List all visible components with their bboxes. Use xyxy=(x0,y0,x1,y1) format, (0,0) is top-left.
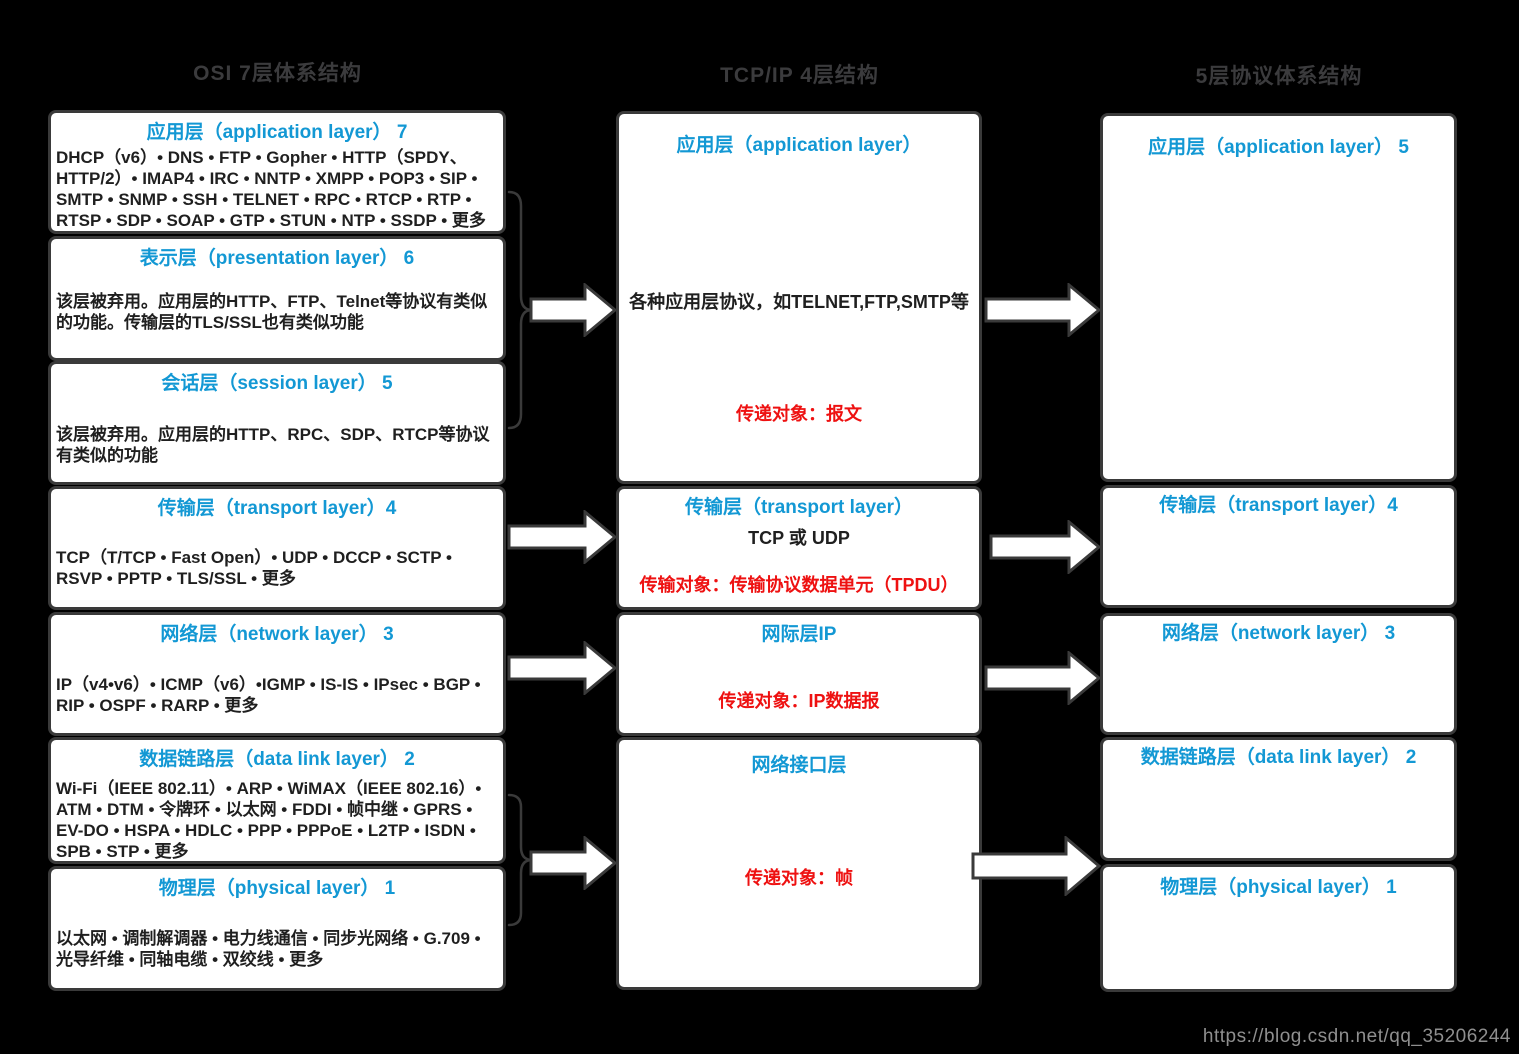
layer-description: 该层被弃用。应用层的HTTP、RPC、SDP、RTCP等协议有类似的功能 xyxy=(56,425,490,465)
osi-box-transport: 传输层（transport layer）4 TCP（T/TCP • Fast O… xyxy=(48,486,506,610)
layer-title: 网络层（network layer） 3 xyxy=(160,624,394,645)
tcpip-box-internet: 网际层IP 传递对象：IP数据报 xyxy=(616,612,982,736)
layer-protocols: DHCP（v6）• DNS • FTP • Gopher • HTTP（SPDY… xyxy=(56,148,486,230)
tcpip-box-application: 应用层（application layer） 各种应用层协议，如TELNET,F… xyxy=(616,111,982,484)
arrow-osi-transport-to-tcpip-transport-icon xyxy=(507,510,617,564)
watermark-url: https://blog.csdn.net/qq_35206244 xyxy=(1202,1026,1511,1047)
osi-box-datalink: 数据链路层（data link layer） 2 Wi-Fi（IEEE 802.… xyxy=(48,737,506,864)
osi-box-physical: 物理层（physical layer） 1 以太网 • 调制解调器 • 电力线通… xyxy=(48,866,506,991)
five-box-application: 应用层（application layer） 5 xyxy=(1100,113,1457,482)
five-box-network: 网络层（network layer） 3 xyxy=(1100,613,1457,735)
layer-title: 应用层（application layer） xyxy=(676,135,922,156)
five-box-datalink: 数据链路层（data link layer） 2 xyxy=(1100,737,1457,861)
osi-box-presentation: 表示层（presentation layer） 6 该层被弃用。应用层的HTTP… xyxy=(48,236,506,361)
layer-note: 各种应用层协议，如TELNET,FTP,SMTP等 xyxy=(629,292,969,312)
layer-title: 应用层（application layer） 7 xyxy=(146,122,408,143)
layer-title: 表示层（presentation layer） 6 xyxy=(139,248,415,269)
five-box-physical: 物理层（physical layer） 1 xyxy=(1100,864,1457,992)
layer-title: 传输层（transport layer）4 xyxy=(1159,495,1398,516)
tcpip-box-transport: 传输层（transport layer） TCP 或 UDP 传输对象：传输协议… xyxy=(616,486,982,610)
five-box-transport: 传输层（transport layer）4 xyxy=(1100,485,1457,608)
layer-title: 网络接口层 xyxy=(751,755,847,776)
layer-title: 网际层IP xyxy=(761,624,837,645)
column-header-osi: OSI 7层体系结构 xyxy=(193,62,362,85)
transfer-object-label: 传递对象：IP数据报 xyxy=(718,691,880,711)
column-header-tcpip: TCP/IP 4层结构 xyxy=(720,64,879,87)
transfer-object-label: 传递对象：帧 xyxy=(745,868,853,888)
osi-box-session: 会话层（session layer） 5 该层被弃用。应用层的HTTP、RPC、… xyxy=(48,361,506,485)
layer-title: 会话层（session layer） 5 xyxy=(161,373,393,394)
layer-note: TCP 或 UDP xyxy=(748,528,850,548)
layer-title: 网络层（network layer） 3 xyxy=(1161,623,1396,644)
layer-protocols: IP（v4•v6）• ICMP（v6）•IGMP • IS-IS • IPsec… xyxy=(56,675,481,715)
layer-title: 传输层（transport layer）4 xyxy=(157,498,397,519)
layer-title: 传输层（transport layer） xyxy=(684,497,914,518)
layer-description: 该层被弃用。应用层的HTTP、FTP、Telnet等协议有类似的功能。传输层的T… xyxy=(56,292,488,332)
layer-title: 数据链路层（data link layer） 2 xyxy=(139,749,415,770)
arrow-tcpip-application-to-five-application-icon xyxy=(984,283,1101,337)
arrow-tcpip-netif-to-five-lower-icon xyxy=(971,836,1101,896)
tcpip-box-network-interface: 网络接口层 传递对象：帧 xyxy=(616,737,982,990)
transfer-object-label: 传递对象：报文 xyxy=(736,404,862,424)
column-header-five: 5层协议体系结构 xyxy=(1195,65,1363,88)
arrow-osi-lower-to-tcpip-netif-icon xyxy=(529,836,617,890)
arrow-osi-network-to-tcpip-internet-icon xyxy=(507,641,617,695)
layer-protocols: 以太网 • 调制解调器 • 电力线通信 • 同步光网络 • G.709 • 光导… xyxy=(56,929,481,969)
layer-title: 数据链路层（data link layer） 2 xyxy=(1140,747,1417,768)
arrow-osi-upper-to-tcpip-application-icon xyxy=(529,283,617,337)
transfer-object-label: 传输对象：传输协议数据单元（TPDU） xyxy=(639,575,959,595)
arrow-tcpip-internet-to-five-network-icon xyxy=(984,651,1101,705)
layer-title: 物理层（physical layer） 1 xyxy=(158,878,396,899)
layer-title: 应用层（application layer） 5 xyxy=(1148,137,1409,158)
layer-protocols: Wi-Fi（IEEE 802.11）• ARP • WiMAX（IEEE 802… xyxy=(56,779,482,861)
osi-box-network: 网络层（network layer） 3 IP（v4•v6）• ICMP（v6）… xyxy=(48,612,506,736)
arrow-tcpip-transport-to-five-transport-icon xyxy=(989,520,1101,574)
layer-title: 物理层（physical layer） 1 xyxy=(1160,877,1397,898)
layer-protocols: TCP（T/TCP • Fast Open）• UDP • DCCP • SCT… xyxy=(56,548,452,588)
osi-box-application: 应用层（application layer） 7 DHCP（v6）• DNS •… xyxy=(48,110,506,234)
